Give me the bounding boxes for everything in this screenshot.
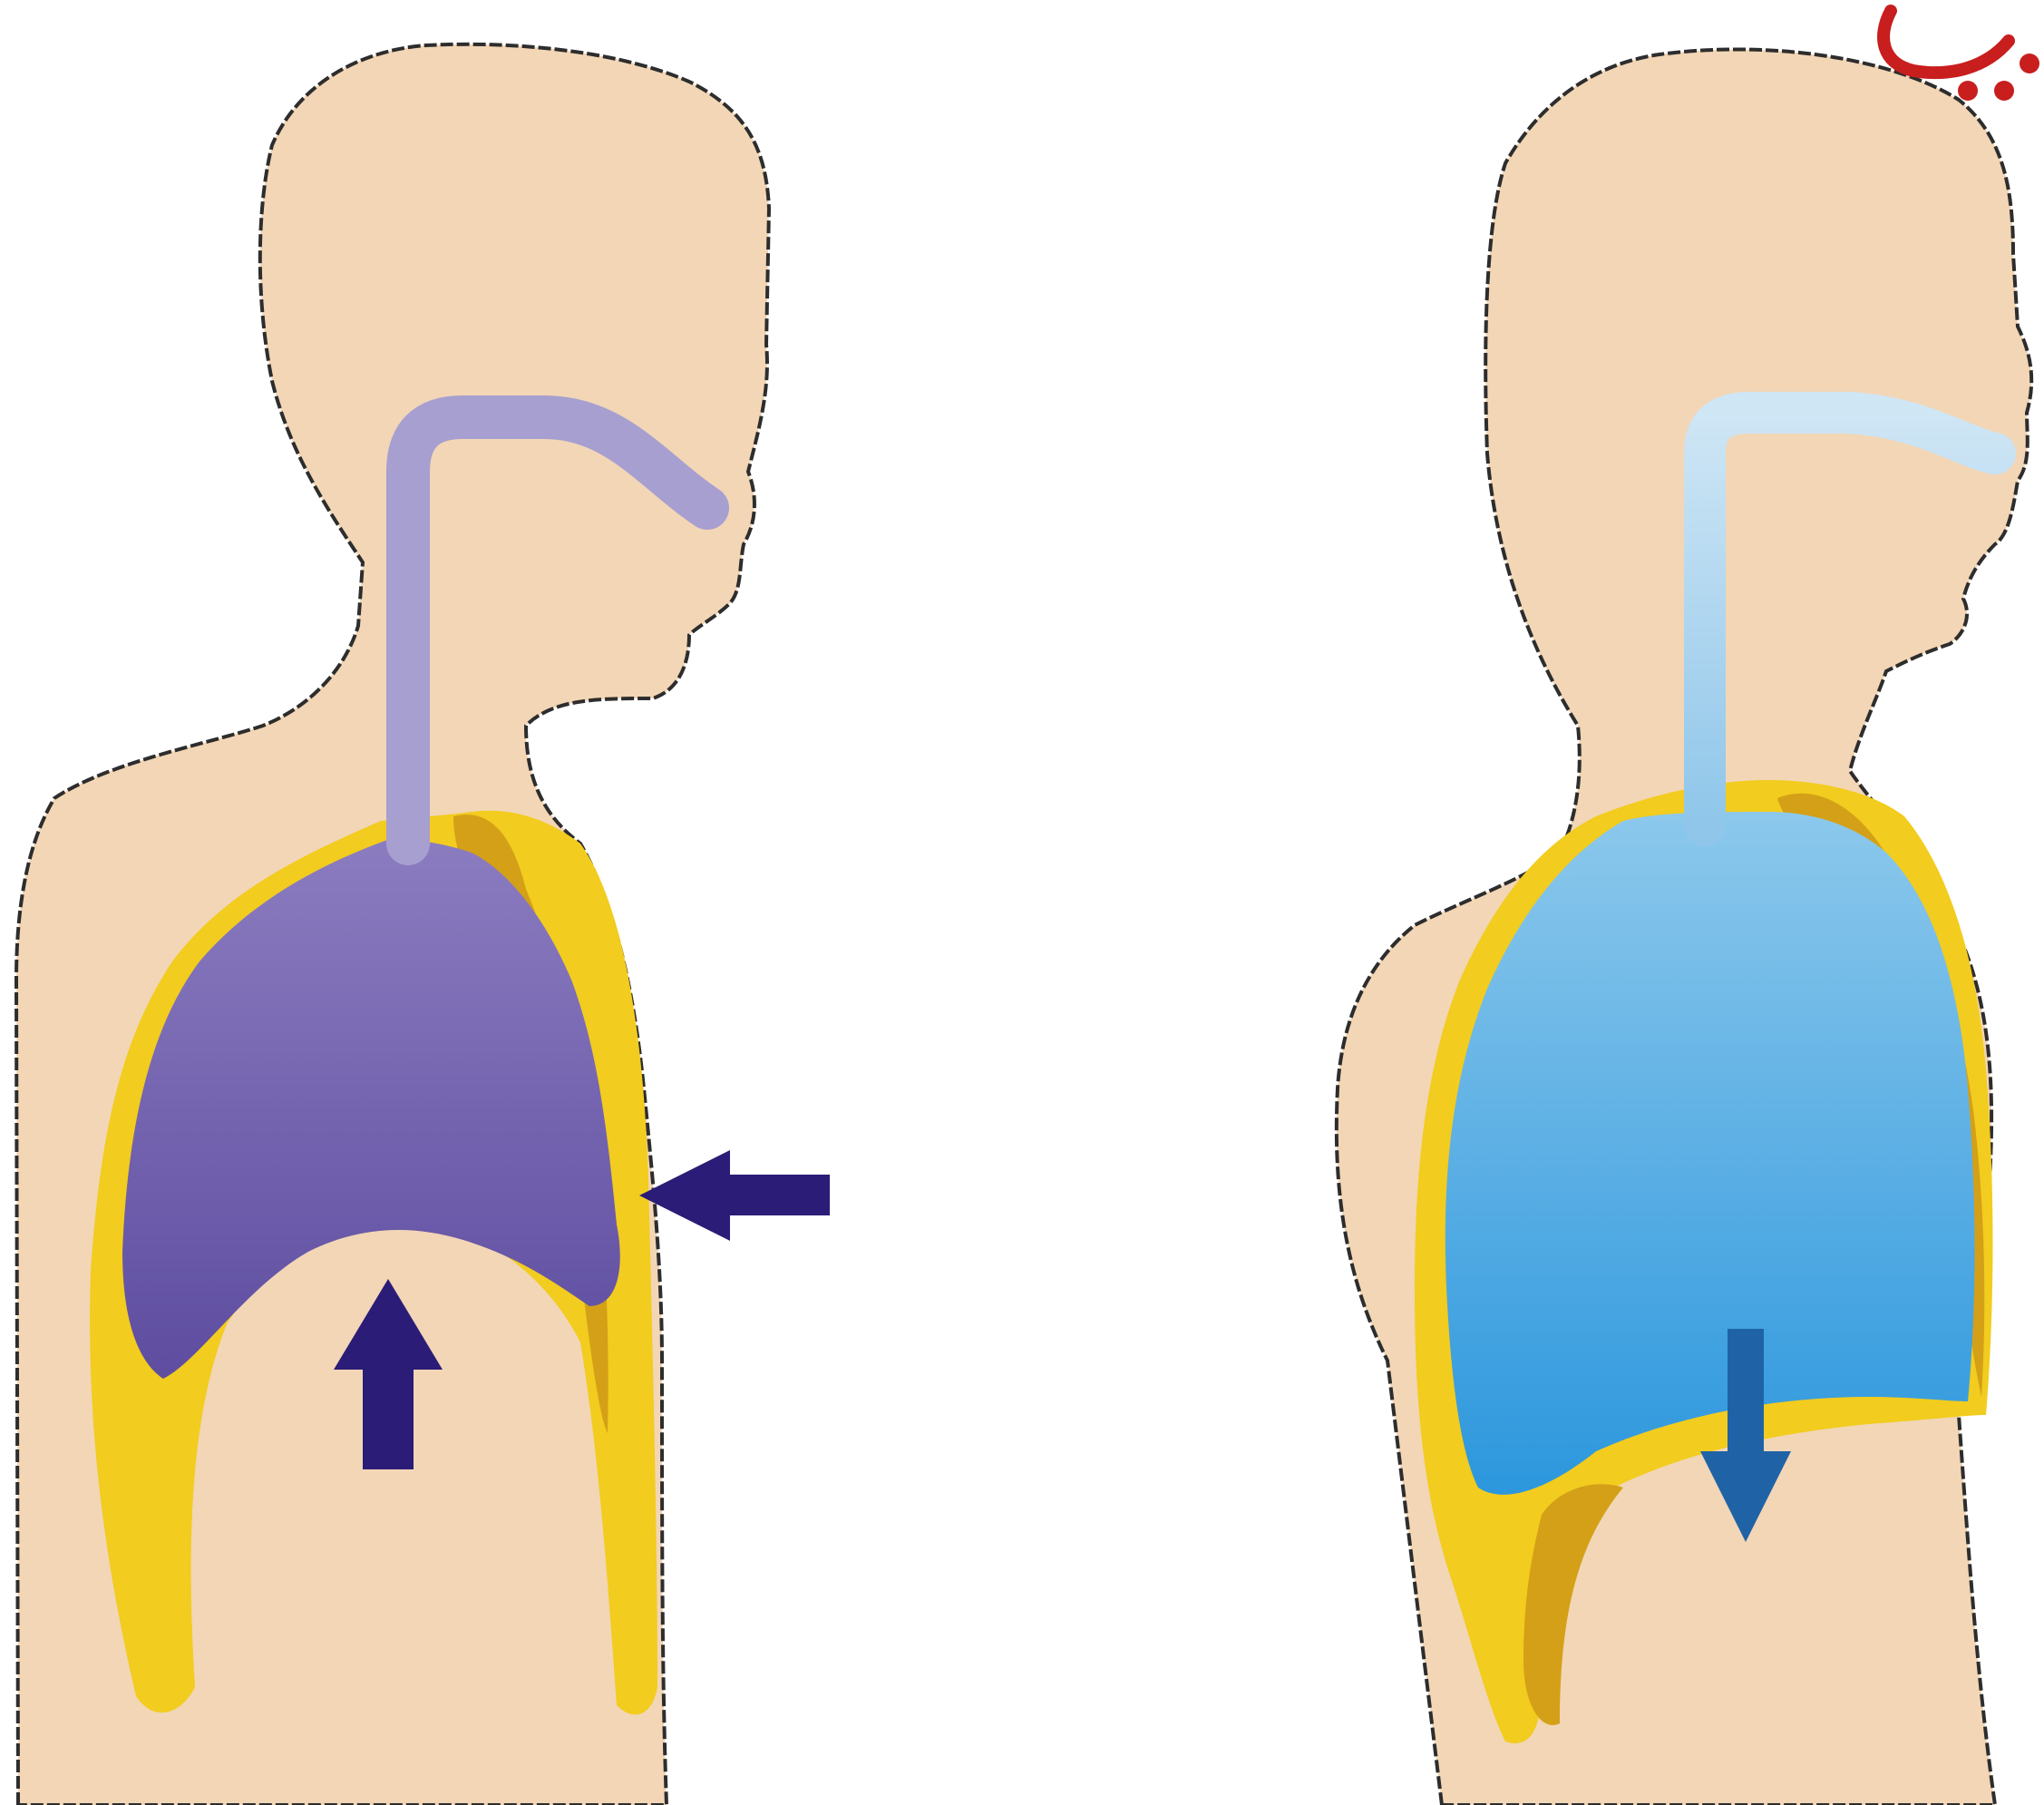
corner-mark-dot-1 bbox=[1958, 81, 1978, 101]
chest-inward-arrow bbox=[639, 1150, 830, 1241]
corner-mark-dot-2 bbox=[1994, 81, 2014, 101]
exhalation-figure bbox=[16, 44, 830, 1805]
inhalation-figure bbox=[1337, 49, 2031, 1805]
corner-mark-dot-3 bbox=[2020, 54, 2039, 73]
corner-mark-stroke bbox=[1883, 11, 2009, 73]
